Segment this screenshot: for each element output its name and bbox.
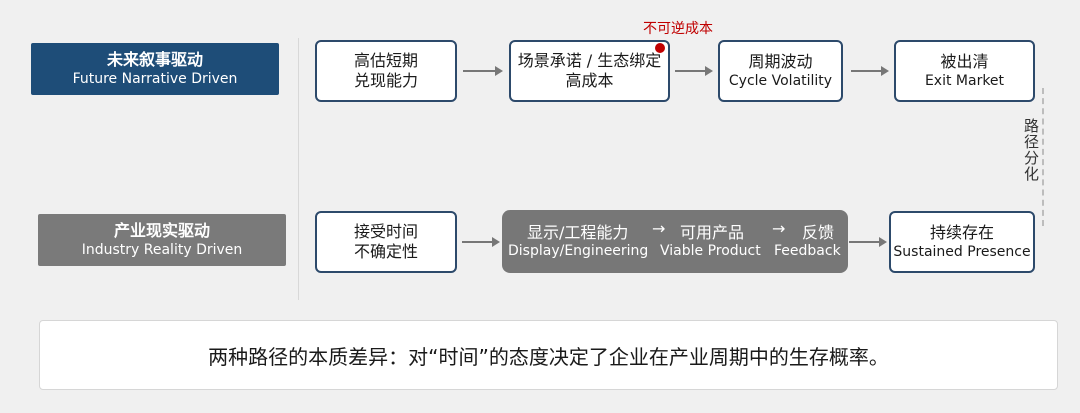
node-accept-uncertainty: 接受时间 不确定性 <box>315 211 457 273</box>
summary-text: 两种路径的本质差异：对“时间”的态度决定了企业在产业周期中的生存概率。 <box>208 344 889 369</box>
node-exit-zh: 被出清 <box>940 52 989 71</box>
node-cycle-en: Cycle Volatility <box>728 73 833 89</box>
irreversible-cost-note: 不可逆成本 <box>643 21 713 37</box>
viable-product-zh: 可用产品 <box>680 223 745 242</box>
viable-product-en: Viable Product <box>660 243 761 259</box>
node-sustained-en: Sustained Presence <box>893 244 1031 260</box>
node-overestimate: 高估短期 兑现能力 <box>315 40 457 102</box>
arrow-right-icon <box>462 236 500 248</box>
arrow-right-icon: → <box>652 219 666 238</box>
node-cycle-volatility: 周期波动 Cycle Volatility <box>718 40 843 102</box>
node-overestimate-line2: 兑现能力 <box>353 71 418 90</box>
node-exit-en: Exit Market <box>924 73 1005 89</box>
path-divergence-label: 路径分化 <box>1022 118 1040 182</box>
industry-reality-label-en: Industry Reality Driven <box>81 242 243 258</box>
feedback-zh: 反馈 <box>802 223 835 242</box>
future-narrative-label-zh: 未来叙事驱动 <box>106 50 203 69</box>
node-exit-market: 被出清 Exit Market <box>894 40 1035 102</box>
node-scenario-line1: 场景承诺 / 生态绑定 <box>517 51 662 70</box>
node-scenario-commitment: 场景承诺 / 生态绑定 高成本 <box>509 40 670 102</box>
arrow-right-icon: → <box>772 219 786 238</box>
capability-chain-group: 显示/工程能力 → 可用产品 → 反馈 Display/Engineering … <box>502 210 848 273</box>
node-sustained-presence: 持续存在 Sustained Presence <box>889 211 1035 273</box>
display-engineering-zh: 显示/工程能力 <box>527 223 629 242</box>
arrow-right-icon <box>851 65 889 77</box>
display-engineering-en: Display/Engineering <box>508 243 649 259</box>
feedback-en: Feedback <box>774 243 841 259</box>
node-scenario-line2: 高成本 <box>565 71 614 90</box>
industry-reality-label: 产业现实驱动 Industry Reality Driven <box>38 214 286 266</box>
arrow-right-icon <box>675 65 713 77</box>
node-sustained-zh: 持续存在 <box>929 223 994 242</box>
future-narrative-label-en: Future Narrative Driven <box>72 71 238 87</box>
section-divider <box>298 38 299 300</box>
summary-box: 两种路径的本质差异：对“时间”的态度决定了企业在产业周期中的生存概率。 <box>39 320 1058 390</box>
node-cycle-zh: 周期波动 <box>748 52 813 71</box>
irreversible-marker-dot <box>655 43 665 53</box>
arrow-right-icon <box>463 65 503 77</box>
node-overestimate-line1: 高估短期 <box>353 51 418 70</box>
future-narrative-label: 未来叙事驱动 Future Narrative Driven <box>31 43 279 95</box>
path-divergence-line <box>1042 88 1044 226</box>
arrow-right-icon <box>849 236 887 248</box>
industry-reality-label-zh: 产业现实驱动 <box>113 221 210 240</box>
node-accept-line1: 接受时间 <box>353 222 418 241</box>
node-accept-line2: 不确定性 <box>353 242 418 261</box>
